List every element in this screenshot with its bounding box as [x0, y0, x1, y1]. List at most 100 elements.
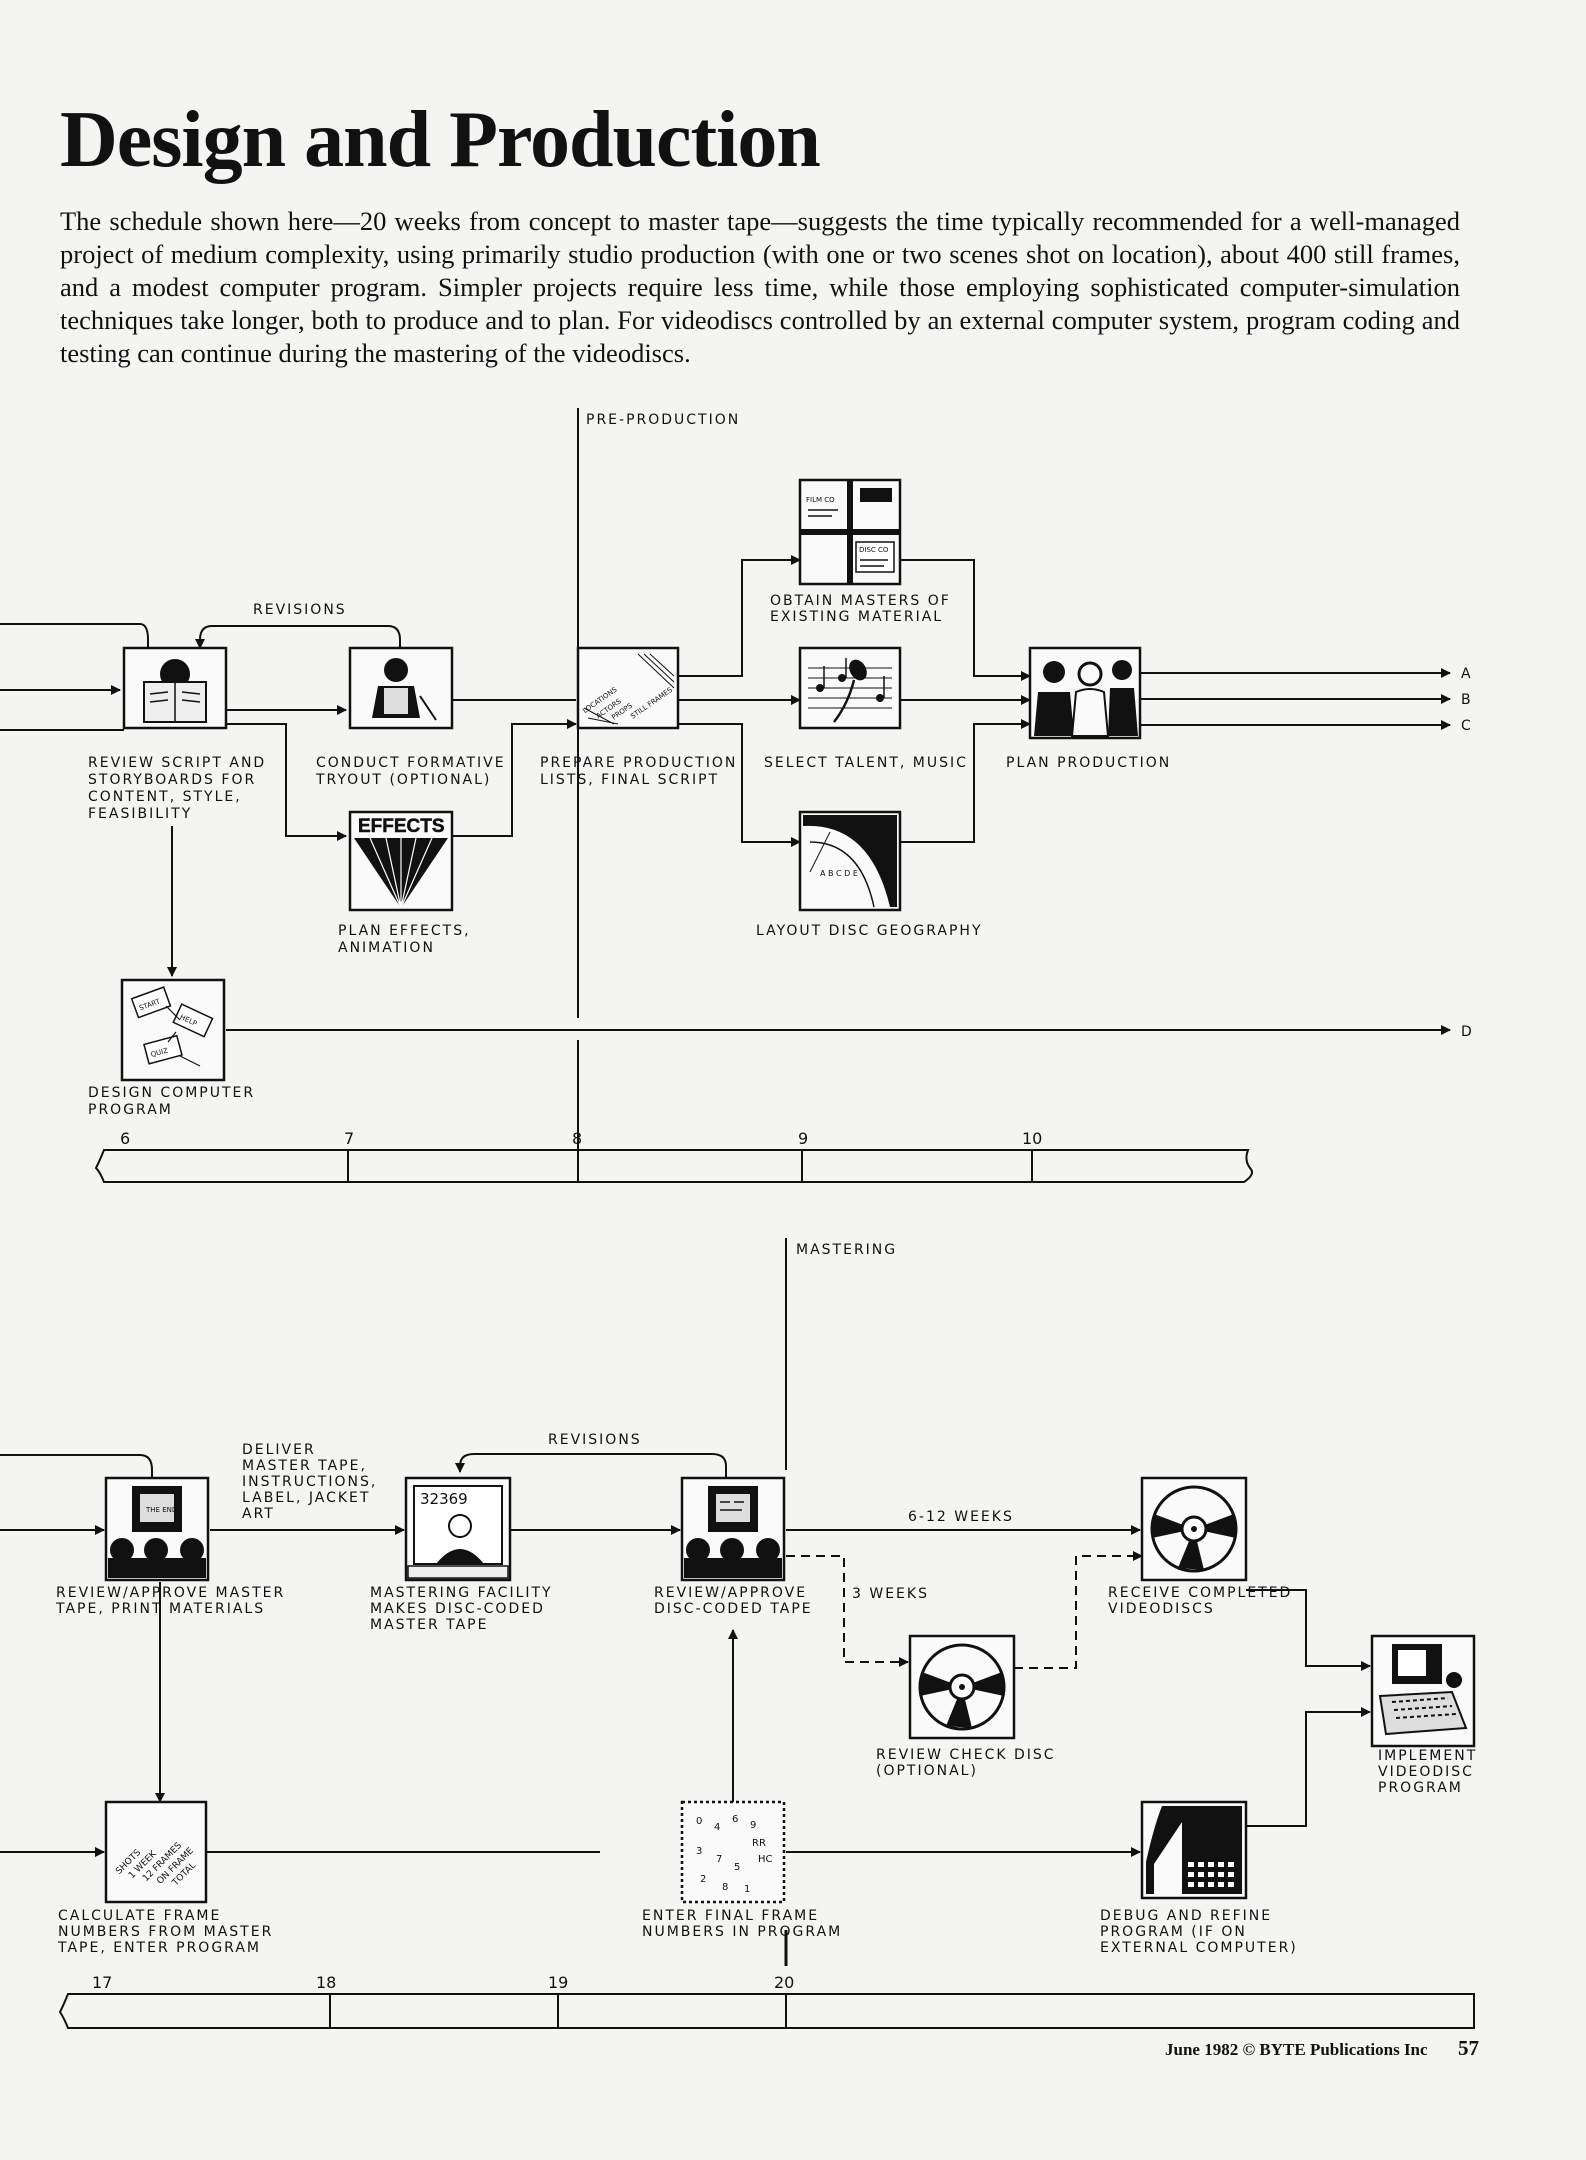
- step-label-review-master: REVIEW/APPROVE MASTER TAPE, PRINT MATERI…: [55, 1585, 285, 1617]
- svg-text:PROGRAM: PROGRAM: [88, 1102, 173, 1118]
- svg-text:FEASIBILITY: FEASIBILITY: [88, 806, 192, 822]
- svg-text:DESIGN COMPUTER: DESIGN COMPUTER: [88, 1085, 255, 1101]
- step-label-select-talent: SELECT TALENT, MUSIC: [764, 755, 968, 771]
- step-label-calculate-frames: CALCULATE FRAME NUMBERS FROM MASTER TAPE…: [57, 1908, 273, 1956]
- svg-text:0: 0: [696, 1816, 702, 1827]
- page-title: Design and Production: [60, 96, 821, 184]
- timeline-top: 6 7 8 9 10: [94, 1129, 1253, 1183]
- step-label-plan-effects: PLAN EFFECTS, ANIMATION: [338, 923, 471, 956]
- svg-text:8: 8: [722, 1882, 728, 1893]
- svg-text:REVIEW CHECK DISC: REVIEW CHECK DISC: [876, 1747, 1056, 1763]
- six-twelve-weeks-label: 6-12 WEEKS: [908, 1509, 1014, 1525]
- svg-text:RECEIVE COMPLETED: RECEIVE COMPLETED: [1108, 1585, 1292, 1601]
- svg-text:FILM CO: FILM CO: [806, 496, 835, 504]
- svg-text:NUMBERS FROM MASTER: NUMBERS FROM MASTER: [58, 1924, 273, 1940]
- svg-text:REVIEW/APPROVE: REVIEW/APPROVE: [654, 1585, 807, 1601]
- svg-text:PREPARE PRODUCTION: PREPARE PRODUCTION: [540, 755, 737, 771]
- step-label-formative-tryout: CONDUCT FORMATIVE TRYOUT (OPTIONAL): [315, 755, 506, 788]
- svg-text:EFFECTS: EFFECTS: [358, 816, 445, 837]
- svg-text:MASTERING FACILITY: MASTERING FACILITY: [370, 1585, 553, 1601]
- step-label-enter-frames: ENTER FINAL FRAME NUMBERS IN PROGRAM: [642, 1908, 842, 1940]
- output-a: A: [1461, 666, 1473, 682]
- page-number: 57: [1458, 2036, 1479, 2060]
- step-label-receive-discs: RECEIVE COMPLETED VIDEODISCS: [1108, 1585, 1292, 1617]
- svg-text:EXISTING MATERIAL: EXISTING MATERIAL: [770, 609, 943, 625]
- tick-week-7: 7: [344, 1129, 354, 1148]
- svg-text:MAKES DISC-CODED: MAKES DISC-CODED: [370, 1601, 545, 1617]
- svg-text:DISC CO: DISC CO: [859, 546, 889, 554]
- tryout-person-icon: [348, 646, 454, 730]
- frame-code-sheet-icon: 0 4 6 9 RR HC 3 7 5 2 8 1: [680, 1800, 786, 1904]
- preproduction-label: PRE-PRODUCTION: [586, 412, 740, 428]
- svg-text:OBTAIN MASTERS OF: OBTAIN MASTERS OF: [770, 593, 951, 609]
- production-lists-icon: LOCATIONS ACTORS PROPS STILL FRAMES: [576, 646, 680, 730]
- program-notes-icon: START HELP QUIZ: [120, 978, 226, 1082]
- svg-text:3: 3: [696, 1846, 702, 1857]
- svg-text:5: 5: [734, 1862, 740, 1873]
- implement-terminal-icon: [1370, 1634, 1476, 1748]
- step-label-implement: IMPLEMENT VIDEODISC PROGRAM: [1378, 1748, 1475, 1796]
- svg-text:INSTRUCTIONS,: INSTRUCTIONS,: [242, 1474, 377, 1490]
- effects-icon: EFFECTS: [348, 810, 454, 912]
- svg-text:1: 1: [744, 1884, 750, 1895]
- svg-text:TAPE, ENTER PROGRAM: TAPE, ENTER PROGRAM: [57, 1940, 261, 1956]
- tick-week-17: 17: [92, 1973, 112, 1992]
- top-flow-lines: [0, 555, 1451, 1035]
- svg-text:LABEL, JACKET: LABEL, JACKET: [242, 1490, 370, 1506]
- svg-text:ANIMATION: ANIMATION: [338, 940, 435, 956]
- svg-text:A B C D E: A B C D E: [820, 869, 858, 878]
- obtain-masters-icon: FILM CO DISC CO: [798, 478, 902, 586]
- svg-text:REVIEW/APPROVE MASTER: REVIEW/APPROVE MASTER: [56, 1585, 285, 1601]
- tick-week-19: 19: [548, 1973, 568, 1992]
- tick-week-20: 20: [774, 1973, 794, 1992]
- step-label-obtain-masters: OBTAIN MASTERS OF EXISTING MATERIAL: [770, 593, 951, 625]
- svg-text:ENTER FINAL FRAME: ENTER FINAL FRAME: [642, 1908, 819, 1924]
- svg-text:MASTER TAPE: MASTER TAPE: [370, 1617, 488, 1633]
- step-label-design-program: DESIGN COMPUTER PROGRAM: [88, 1085, 255, 1118]
- svg-text:DISC-CODED TAPE: DISC-CODED TAPE: [654, 1601, 813, 1617]
- tick-week-10: 10: [1022, 1129, 1042, 1148]
- svg-text:THE END: THE END: [145, 1506, 177, 1514]
- frame-notes-icon: SHOTS 1 WEEK 12 FRAMES ON FRAME TOTAL: [104, 1800, 208, 1904]
- svg-text:TAPE, PRINT MATERIALS: TAPE, PRINT MATERIALS: [55, 1601, 265, 1617]
- svg-text:6: 6: [732, 1814, 738, 1825]
- intro-paragraph: The schedule shown here—20 weeks from co…: [60, 206, 1460, 368]
- svg-text:NUMBERS IN PROGRAM: NUMBERS IN PROGRAM: [642, 1924, 842, 1940]
- svg-text:4: 4: [714, 1822, 720, 1833]
- output-c: C: [1461, 718, 1473, 734]
- svg-text:PLAN EFFECTS,: PLAN EFFECTS,: [338, 923, 471, 939]
- svg-text:9: 9: [750, 1820, 756, 1831]
- svg-text:MASTER TAPE,: MASTER TAPE,: [242, 1458, 367, 1474]
- tick-week-6: 6: [120, 1129, 130, 1148]
- svg-text:ART: ART: [242, 1506, 275, 1522]
- svg-text:HC: HC: [758, 1854, 773, 1865]
- svg-text:2: 2: [700, 1874, 706, 1885]
- tv-viewers-end-icon: THE END: [104, 1476, 210, 1582]
- revisions-label-top: REVISIONS: [253, 602, 347, 618]
- svg-text:VIDEODISC: VIDEODISC: [1378, 1764, 1474, 1780]
- svg-text:CONDUCT FORMATIVE: CONDUCT FORMATIVE: [316, 755, 506, 771]
- tick-week-18: 18: [316, 1973, 336, 1992]
- svg-text:PROGRAM (IF ON: PROGRAM (IF ON: [1100, 1924, 1247, 1940]
- step-label-plan-production: PLAN PRODUCTION: [1006, 755, 1171, 771]
- tv-viewers-coded-icon: [680, 1476, 786, 1582]
- check-disc-icon: [908, 1634, 1016, 1740]
- step-label-review-disc-tape: REVIEW/APPROVE DISC-CODED TAPE: [654, 1585, 813, 1617]
- svg-text:CONTENT, STYLE,: CONTENT, STYLE,: [88, 789, 242, 805]
- monitor-portrait-icon: 32369: [404, 1476, 512, 1582]
- svg-text:(OPTIONAL): (OPTIONAL): [876, 1763, 978, 1779]
- keyboard-icon: [1140, 1800, 1248, 1900]
- svg-text:7: 7: [716, 1854, 722, 1865]
- step-label-debug: DEBUG AND REFINE PROGRAM (IF ON EXTERNAL…: [1100, 1908, 1298, 1956]
- three-weeks-label: 3 WEEKS: [852, 1586, 929, 1602]
- svg-text:32369: 32369: [420, 1490, 468, 1508]
- svg-text:DELIVER: DELIVER: [242, 1442, 316, 1458]
- svg-text:EXTERNAL COMPUTER): EXTERNAL COMPUTER): [1100, 1940, 1298, 1956]
- svg-text:RR: RR: [752, 1838, 766, 1849]
- meeting-people-icon: [1028, 646, 1142, 740]
- videodisc-icon: [1140, 1476, 1248, 1582]
- step-label-layout-disc: LAYOUT DISC GEOGRAPHY: [756, 923, 983, 939]
- step-label-review-script: REVIEW SCRIPT AND STORYBOARDS FOR CONTEN…: [88, 755, 264, 822]
- revisions-label-bottom: REVISIONS: [548, 1432, 642, 1448]
